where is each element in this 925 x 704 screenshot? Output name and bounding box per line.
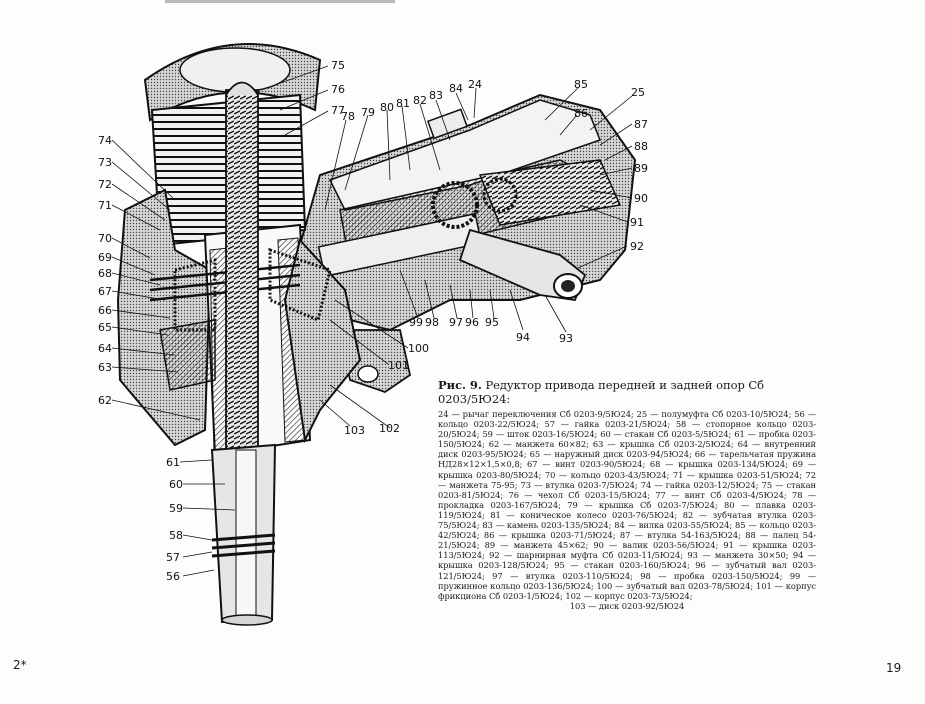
callout-85: 85 bbox=[574, 78, 588, 91]
callout-80: 80 bbox=[380, 101, 394, 114]
callout-90: 90 bbox=[634, 192, 648, 205]
callout-65: 65 bbox=[98, 321, 112, 334]
callout-74: 74 bbox=[98, 134, 112, 147]
caption-title: Рис. 9. Редуктор привода передней и задн… bbox=[438, 378, 816, 406]
callout-87: 87 bbox=[634, 118, 648, 131]
callout-60: 60 bbox=[169, 478, 183, 491]
vertical-column bbox=[116, 43, 362, 626]
callout-93: 93 bbox=[559, 332, 573, 345]
callout-82: 82 bbox=[413, 94, 427, 107]
callout-66: 66 bbox=[98, 304, 112, 317]
callout-73: 73 bbox=[98, 156, 112, 169]
callout-58: 58 bbox=[169, 529, 183, 542]
callout-69: 69 bbox=[98, 251, 112, 264]
callout-100: 100 bbox=[408, 342, 429, 355]
callout-72: 72 bbox=[98, 178, 112, 191]
caption-parts-list-last: 103 — диск 0203-92/5Ю24 bbox=[569, 600, 685, 611]
callout-70: 70 bbox=[98, 232, 112, 245]
callout-95: 95 bbox=[485, 316, 499, 329]
callout-78: 78 bbox=[341, 110, 355, 123]
callout-59: 59 bbox=[169, 502, 183, 515]
figure-caption: Рис. 9. Редуктор привода передней и задн… bbox=[438, 378, 816, 611]
callout-leaders bbox=[111, 65, 633, 577]
callout-99: 99 bbox=[409, 316, 423, 329]
callout-25: 25 bbox=[631, 86, 645, 99]
page-signature-mark: 2* bbox=[13, 658, 27, 672]
callout-98: 98 bbox=[425, 316, 439, 329]
page-number: 19 bbox=[886, 661, 902, 675]
caption-figure-number: Рис. 9. bbox=[438, 378, 482, 392]
callout-67: 67 bbox=[98, 285, 112, 298]
callout-94: 94 bbox=[516, 331, 530, 344]
callout-86: 86 bbox=[574, 107, 588, 120]
callout-103: 103 bbox=[344, 424, 365, 437]
callout-57: 57 bbox=[166, 551, 180, 564]
callout-102: 102 bbox=[379, 422, 400, 435]
callout-68: 68 bbox=[98, 267, 112, 280]
callout-labels: 75 76 77 78 79 80 81 82 83 84 24 85 25 8… bbox=[98, 59, 648, 583]
callout-56: 56 bbox=[166, 570, 180, 583]
callout-96: 96 bbox=[465, 316, 479, 329]
callout-76: 76 bbox=[331, 83, 345, 96]
horizontal-housing bbox=[298, 93, 637, 393]
callout-71: 71 bbox=[98, 199, 112, 212]
callout-81: 81 bbox=[396, 97, 410, 110]
callout-64: 64 bbox=[98, 342, 112, 355]
callout-92: 92 bbox=[630, 240, 644, 253]
callout-63: 63 bbox=[98, 361, 112, 374]
callout-79: 79 bbox=[361, 106, 375, 119]
caption-parts-list: 24 — рычаг переключения Сб 0203-9/5Ю24; … bbox=[438, 409, 816, 601]
callout-97: 97 bbox=[449, 316, 463, 329]
callout-83: 83 bbox=[429, 89, 443, 102]
callout-77: 77 bbox=[331, 104, 345, 117]
callout-61: 61 bbox=[166, 456, 180, 469]
callout-101: 101 bbox=[388, 359, 409, 372]
callout-62: 62 bbox=[98, 394, 112, 407]
caption-title-text: Редуктор привода передней и задней опор … bbox=[438, 378, 764, 406]
callout-91: 91 bbox=[630, 216, 644, 229]
callout-75: 75 bbox=[331, 59, 345, 72]
top-rule bbox=[165, 0, 395, 3]
callout-84: 84 bbox=[449, 82, 463, 95]
callout-24: 24 bbox=[468, 78, 482, 91]
callout-88: 88 bbox=[634, 140, 648, 153]
callout-89: 89 bbox=[634, 162, 648, 175]
